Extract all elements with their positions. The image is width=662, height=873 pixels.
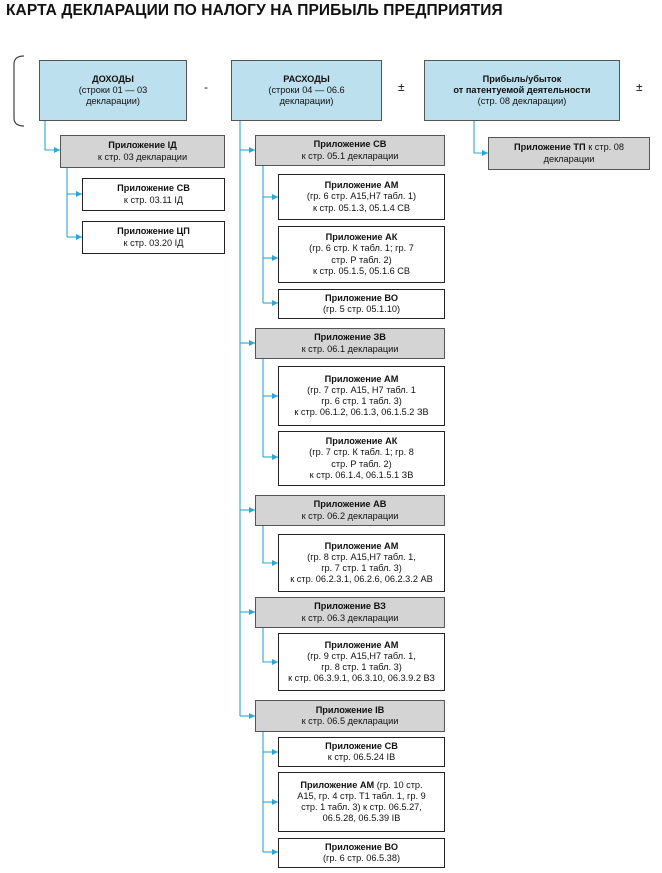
appendix-sv-box: Приложение СВ к стр. 05.1 декларации [255,135,445,166]
appendix-iv-box: Приложение ІВ к стр. 06.5 декларации [255,700,445,732]
appendix-zv-am-line-3: к стр. 06.1.2, 06.1.3, 06.1.5.2 ЗВ [294,407,429,418]
appendix-sv-am-title: Приложение АМ [324,180,399,191]
appendix-av-am-box: Приложение АМ (гр. 8 стр. А15,Н7 табл. 1… [278,534,445,592]
expense-box: РАСХОДЫ (строки 04 — 06.6 декларации) [231,60,382,121]
appendix-vz-box: Приложение ВЗ к стр. 06.3 декларации [255,597,445,628]
appendix-id-title: Приложение ІД [108,140,177,151]
appendix-vz-am-line-3: к стр. 06.3.9.1, 06.3.10, 06.3.9.2 ВЗ [288,673,435,684]
appendix-vz-title: Приложение ВЗ [314,601,386,612]
appendix-iv-sv-title: Приложение СВ [325,740,398,751]
appendix-tp-rest: к стр. 08 [585,142,625,153]
appendix-zv-ak-title: Приложение АК [325,436,398,447]
plus-minus-operator-2: ± [636,80,643,94]
appendix-iv-am-box: Приложение АМ (гр. 10 стр. А15, гр. 4 ст… [278,772,445,832]
patent-line-2: (стр. 08 декларации) [477,96,567,107]
appendix-sv-ak-line-2: стр. Р табл. 2) [331,254,392,265]
income-line-1: (строки 01 — 03 [78,84,148,95]
appendix-iv-title: Приложение ІВ [315,704,385,715]
appendix-iv-sv-sub: к стр. 06.5.24 ІВ [327,752,396,762]
appendix-sv-ak-title: Приложение АК [325,232,398,243]
appendix-zv-ak-line-1: (гр. 7 стр. К табл. 1; гр. 8 [309,447,414,458]
patent-title: Прибыль/убыток [482,73,562,84]
appendix-tp-line-2: декларации [543,153,595,164]
expense-line-2: декларации) [279,96,334,107]
appendix-iv-am-title: Приложение АМ [300,779,375,790]
appendix-iv-am-rest: (гр. 10 стр. [374,779,423,790]
appendix-sv-am-box: Приложение АМ (гр. 6 стр. А15,Н7 табл. 1… [278,174,445,220]
expense-title: РАСХОДЫ [283,73,330,84]
income-box: ДОХОДЫ (строки 01 — 03 декларации) [39,60,187,121]
appendix-sv-ak-line-1: (гр. 6 стр. К табл. 1; гр. 7 [309,243,414,254]
appendix-id-cp-sub: к стр. 03.20 ІД [123,237,184,248]
appendix-sv-am-line-1: (гр. 6 стр. А15,Н7 табл. 1) [306,191,417,202]
appendix-vz-am-line-2: гр. 8 стр. 1 табл. 3) [321,662,402,672]
appendix-sv-ak-line-3: к стр. 05.1.5, 05.1.6 СВ [312,265,411,276]
appendix-vz-am-title: Приложение АМ [324,639,399,650]
appendix-sv-vo-line-1: (гр. 5 стр. 05.1.10) [322,304,401,314]
appendix-iv-am-line-4: 06.5.28, 06.5.39 ІВ [322,813,401,824]
patent-line-1: от патентуемой деятельности [453,84,591,95]
appendix-id-cp-title: Приложение ЦП [117,226,190,237]
appendix-id-box: Приложение ІД к стр. 03 декларации [60,135,225,168]
appendix-vz-am-box: Приложение АМ (гр. 9 стр. А15,Н7 табл. 1… [278,633,445,691]
appendix-id-cp-box: Приложение ЦП к стр. 03.20 ІД [82,221,225,254]
appendix-zv-box: Приложение ЗВ к стр. 06.1 декларации [255,328,445,359]
appendix-zv-am-line-1: (гр. 7 стр. А15, Н7 табл. 1 [307,384,416,395]
appendix-av-am-line-2: гр. 7 стр. 1 табл. 3) [321,563,402,573]
expense-line-1: (строки 04 — 06.6 [268,84,345,95]
appendix-iv-am-line-3: стр. 1 табл. 3) к стр. 06.5.27, [301,802,422,812]
appendix-zv-am-title: Приложение АМ [324,373,399,384]
appendix-tp-box: Приложение ТП к стр. 08 декларации [488,137,650,170]
appendix-vz-am-line-1: (гр. 9 стр. А15,Н7 табл. 1, [307,650,416,661]
appendix-id-sv-sub: к стр. 03.11 ІД [123,194,184,205]
appendix-sv-sub: к стр. 05.1 декларации [301,150,399,161]
appendix-iv-sub: к стр. 06.5 декларации [301,716,399,726]
appendix-av-sub: к стр. 06.2 декларации [301,510,399,521]
appendix-av-box: Приложение АВ к стр. 06.2 декларации [255,495,445,526]
appendix-id-sub: к стр. 03 декларации [97,151,188,162]
appendix-sv-vo-box: Приложение ВО (гр. 5 стр. 05.1.10) [278,289,445,319]
appendix-id-sv-title: Приложение СВ [117,183,190,194]
income-title: ДОХОДЫ [92,73,134,84]
appendix-sv-title: Приложение СВ [313,139,387,150]
appendix-iv-vo-line-1: (гр. 6 стр. 06.5.38) [322,853,401,863]
appendix-zv-ak-box: Приложение АК (гр. 7 стр. К табл. 1; гр.… [278,431,445,486]
page-title: КАРТА ДЕКЛАРАЦИИ ПО НАЛОГУ НА ПРИБЫЛЬ ПР… [6,2,503,19]
appendix-tp-title: Приложение ТП [513,142,586,153]
income-line-2: декларации) [86,96,140,107]
appendix-iv-am-line-2: А15, гр. 4 стр. Т1 табл. 1, гр. 9 [297,790,426,801]
appendix-zv-title: Приложение ЗВ [314,332,386,343]
appendix-av-am-line-3: к стр. 06.2.3.1, 06.2.6, 06.2.3.2 АВ [290,574,433,585]
appendix-zv-ak-line-3: к стр. 06.1.4, 06.1.5.1 ЗВ [309,469,414,480]
appendix-iv-vo-title: Приложение ВО [325,841,398,852]
appendix-sv-vo-title: Приложение ВО [325,292,398,303]
appendix-sv-am-line-2: к стр. 05.1.3, 05.1.4 СВ [312,202,411,213]
appendix-sv-ak-box: Приложение АК (гр. 6 стр. К табл. 1; гр.… [278,226,445,283]
appendix-vz-sub: к стр. 06.3 декларации [301,612,399,623]
appendix-zv-sub: к стр. 06.1 декларации [301,343,399,354]
plus-minus-operator: ± [398,80,405,94]
minus-operator: - [204,80,208,94]
appendix-av-am-line-1: (гр. 8 стр. А15,Н7 табл. 1, [307,551,416,562]
appendix-zv-am-box: Приложение АМ (гр. 7 стр. А15, Н7 табл. … [278,366,445,426]
appendix-zv-ak-line-2: стр. Р табл. 2) [331,458,392,469]
appendix-av-am-title: Приложение АМ [324,540,399,551]
appendix-id-sv-box: Приложение СВ к стр. 03.11 ІД [82,178,225,211]
appendix-iv-vo-box: Приложение ВО (гр. 6 стр. 06.5.38) [278,838,445,868]
appendix-av-title: Приложение АВ [313,499,387,510]
appendix-iv-sv-box: Приложение СВ к стр. 06.5.24 ІВ [278,737,445,767]
patent-box: Прибыль/убыток от патентуемой деятельнос… [424,60,620,121]
appendix-zv-am-line-2: гр. 6 стр. 1 табл. 3) [321,396,402,406]
